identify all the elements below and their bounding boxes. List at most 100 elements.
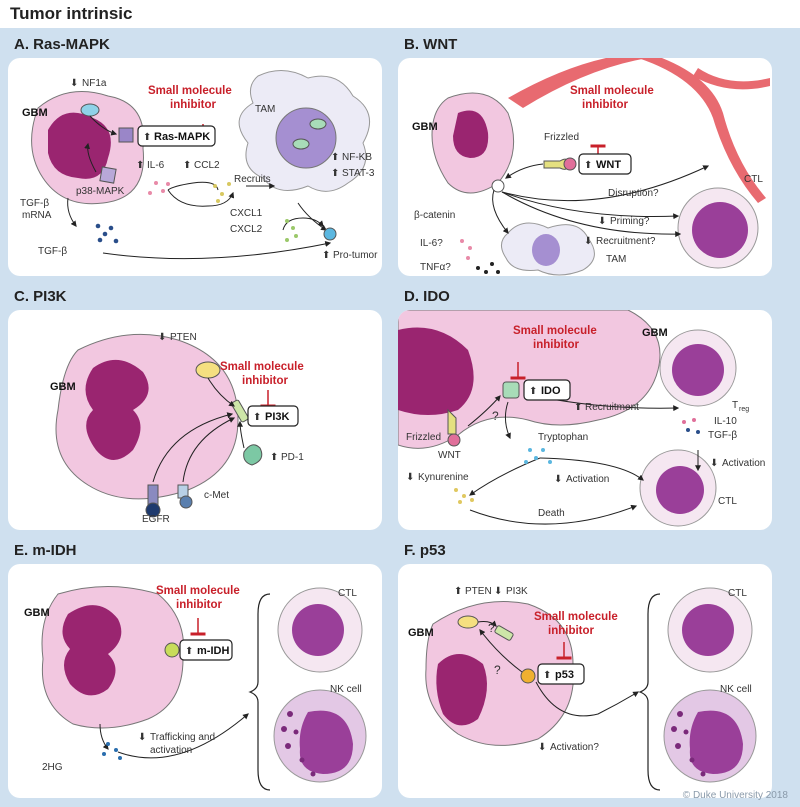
pd1-label: PD-1	[281, 452, 304, 463]
gbm-nucleus	[453, 110, 489, 158]
m-idh-diagram: GBM Small molecule inhibitor ⬆ m-IDH CTL…	[24, 585, 367, 791]
nk-label: NK cell	[330, 684, 362, 695]
pd1-arrow: ⬆	[270, 452, 278, 463]
kynurenine-dots	[454, 488, 474, 504]
panel-title: B. WNT	[404, 36, 458, 53]
panel-box: ⬆ PTEN ⬇ PI3K GBM Small molecule inhibit…	[398, 564, 772, 798]
inhibitor-label-line2: inhibitor	[176, 599, 223, 611]
trafficking-label-1: Trafficking and	[150, 732, 215, 743]
nf1a-arrow: ⬇	[70, 78, 78, 89]
p53-diagram: ⬆ PTEN ⬇ PI3K GBM Small molecule inhibit…	[408, 586, 757, 791]
gbm-cell	[55, 333, 239, 500]
priming-label: Priming?	[610, 216, 650, 227]
wnt-label: WNT	[438, 450, 461, 461]
panel-pi3k: C. PI3K GBM ⬇ PTEN Small molecule	[2, 284, 382, 534]
panel-ido: D. IDO Small m	[392, 284, 772, 534]
question-mark-2: ?	[494, 663, 501, 677]
il6-label: IL-6?	[420, 238, 443, 249]
ctl-label: CTL	[728, 588, 747, 599]
m-idh-target-box	[179, 639, 233, 661]
cells-bracket	[638, 593, 661, 791]
inhibitor-label-line2: inhibitor	[582, 99, 629, 111]
ras-mapk-diagram: GBM ⬇ NF1a Small molecule inhibitor ⬆ Ra…	[20, 70, 378, 261]
treg-subscript: reg	[739, 406, 749, 413]
question-mark: ?	[492, 409, 499, 423]
pi3k-target-box	[247, 405, 299, 427]
pten-shape	[195, 361, 221, 379]
ctl-label: CTL	[744, 174, 763, 185]
tryptophan-label: Tryptophan	[538, 432, 588, 443]
figure-title: Tumor intrinsic	[10, 4, 133, 23]
ctl-nucleus	[656, 466, 704, 514]
activation-arrow-1: ⬇	[554, 474, 562, 485]
ctl-nucleus	[692, 202, 748, 258]
treg-nucleus	[672, 344, 724, 396]
gbm-label: GBM	[50, 381, 76, 393]
m-idh-arrow: ⬆	[185, 646, 193, 657]
treg-label: T	[732, 400, 738, 411]
ccl2-label: CCL2	[194, 160, 220, 171]
panel-m-idh: E. m-IDH GBM Small molecule inhibitor	[2, 538, 382, 803]
inhibitor-label-line2: inhibitor	[170, 99, 217, 111]
gbm-nucleus	[85, 359, 149, 460]
panel-box: GBM ⬇ PTEN Small molecule inhibitor ⬆ PI…	[8, 310, 382, 530]
recruits-label: Recruits	[234, 174, 271, 185]
tam-label: TAM	[606, 254, 626, 265]
ras-mapk-shape	[118, 127, 134, 143]
pi3k-diagram: GBM ⬇ PTEN Small molecule inhibitor ⬆ PI…	[50, 332, 304, 525]
tgfb-mrna-label-2: mRNA	[22, 210, 52, 221]
recruitment-label: Recruitment	[585, 402, 639, 413]
activation-arrow: ⬇	[538, 742, 546, 753]
wnt-target-label: WNT	[596, 159, 621, 171]
ido-shape	[502, 381, 520, 399]
wnt-diagram: GBM Small molecule inhibitor Frizzled ⬆ …	[412, 58, 770, 276]
gbm-nucleus	[436, 654, 487, 726]
2hg-dots	[102, 742, 122, 760]
nfkb-label: NF-KB	[342, 152, 372, 163]
question-mark-1: ?	[488, 621, 495, 635]
cxcl-dots	[285, 219, 298, 242]
nfkb-shape	[309, 118, 327, 130]
activation-label-2: Activation	[722, 458, 765, 469]
ras-mapk-target-label: Ras-MAPK	[154, 131, 210, 143]
ido-diagram: Small molecule inhibitor GBM ⬆ IDO ⬆ Rec…	[398, 310, 765, 527]
trafficking-arrow: ⬇	[138, 732, 146, 743]
gbm-cell	[41, 586, 185, 729]
recruitment-label: Recruitment?	[596, 236, 656, 247]
egfr-label-1: EGFR	[142, 514, 170, 525]
nk-granules	[671, 711, 706, 777]
p53-shape	[520, 668, 536, 684]
inhibitor-label-line1: Small molecule	[148, 85, 232, 97]
nk-nucleus	[299, 710, 353, 774]
p53-target-label: p53	[555, 669, 574, 681]
recruitment-arrow: ⬆	[574, 402, 582, 413]
stat3-arrow: ⬆	[331, 168, 339, 179]
ccl2-dots	[213, 182, 231, 203]
ido-target-box	[523, 379, 571, 401]
pro-tumor-label: Pro-tumor	[333, 250, 378, 261]
ras-mapk-target-box	[137, 125, 216, 147]
m-idh-target-label: m-IDH	[197, 645, 229, 657]
cxcl2-label: CXCL2	[230, 224, 263, 235]
beta-catenin-label: β-catenin	[414, 210, 455, 221]
cxcl1-label: CXCL1	[230, 208, 263, 219]
kynurenine-arrow: ⬇	[406, 472, 414, 483]
tam-label: TAM	[255, 104, 275, 115]
egfr-receptor	[147, 484, 159, 506]
gbm-nucleus	[62, 605, 122, 696]
activation-label: Activation?	[550, 742, 599, 753]
nfkb-arrow: ⬆	[331, 152, 339, 163]
panel-title: E. m-IDH	[14, 542, 77, 559]
pten-arrow: ⬆	[454, 586, 462, 597]
pten-label: PTEN	[465, 586, 492, 597]
pi3k-arrow: ⬆	[253, 412, 261, 423]
p53-target-box	[537, 663, 585, 685]
panel-p53: F. p53 ⬆ PTEN ⬇ PI3K GBM	[392, 538, 772, 803]
pro-tumor-arrow: ⬆	[322, 250, 330, 261]
p38-mapk-label: p38-MAPK	[76, 186, 125, 197]
tnfa-label: TNFα?	[420, 262, 451, 273]
tam-nucleus	[532, 234, 560, 266]
copyright-notice: © Duke University 2018	[682, 790, 788, 801]
inhibitor-label-line1: Small molecule	[513, 325, 597, 337]
panel-title: F. p53	[404, 542, 446, 559]
